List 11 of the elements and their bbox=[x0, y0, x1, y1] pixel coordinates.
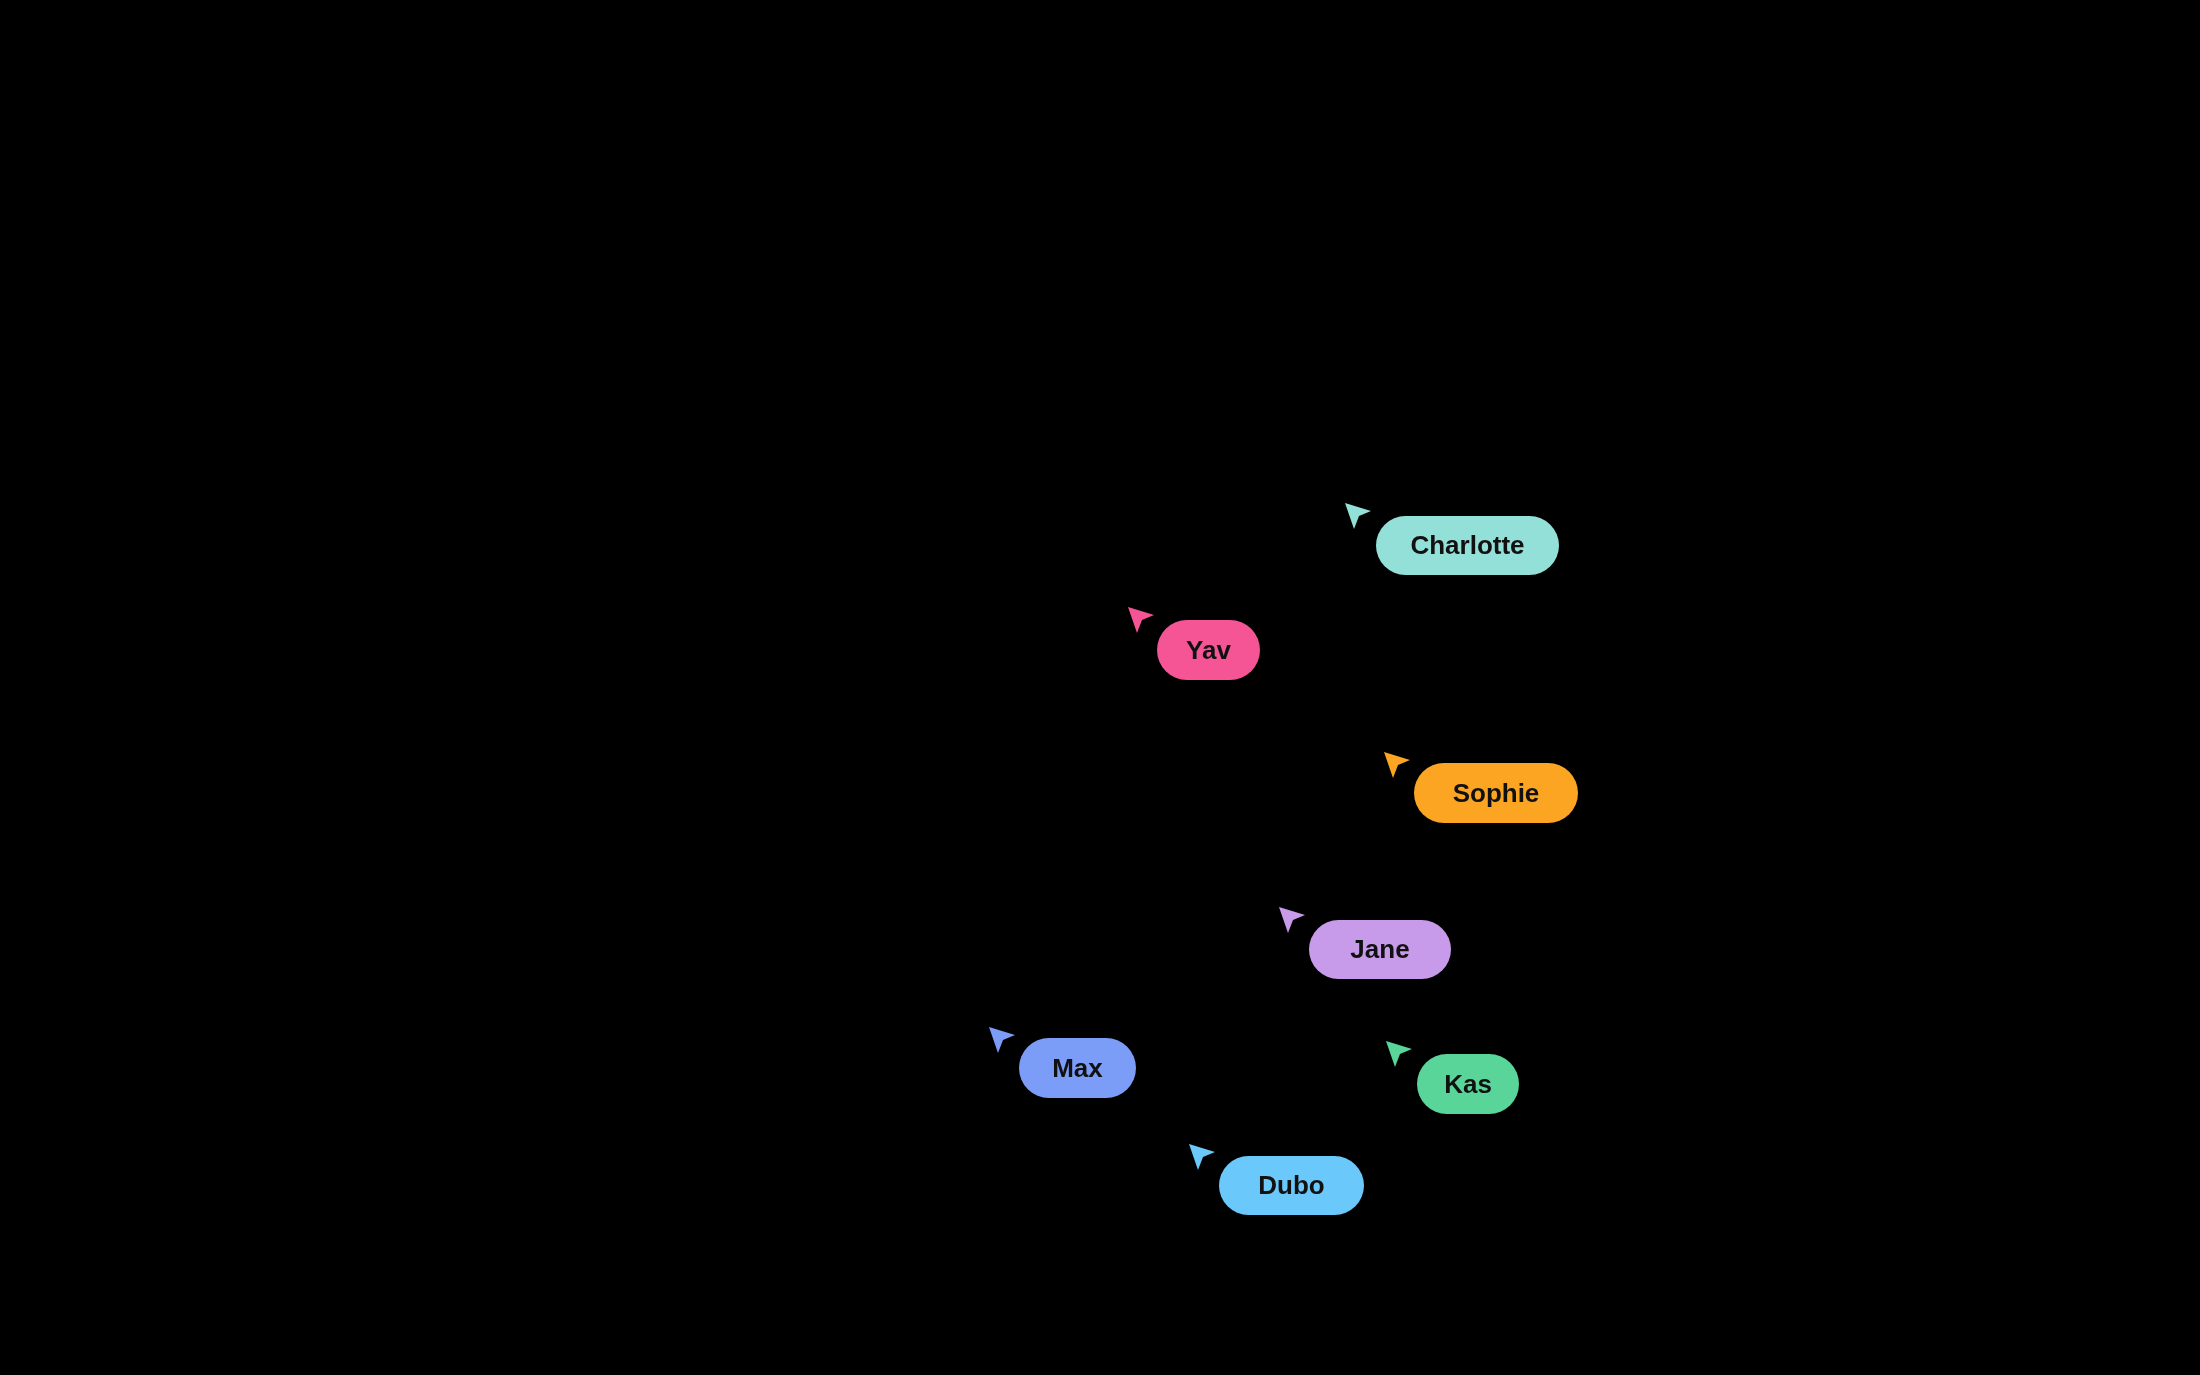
user-name: Max bbox=[1052, 1052, 1103, 1084]
user-name: Dubo bbox=[1258, 1170, 1325, 1201]
user-name: Kas bbox=[1444, 1068, 1492, 1100]
name-tag bbox=[1417, 1054, 1519, 1114]
user-name: Charlotte bbox=[1410, 530, 1525, 561]
name-tag bbox=[1019, 1038, 1136, 1098]
user-name: Yav bbox=[1186, 634, 1231, 666]
user-name: Jane bbox=[1350, 934, 1410, 965]
name-tag bbox=[1157, 620, 1260, 680]
name-tag bbox=[1414, 763, 1578, 823]
user-name: Sophie bbox=[1452, 777, 1540, 809]
